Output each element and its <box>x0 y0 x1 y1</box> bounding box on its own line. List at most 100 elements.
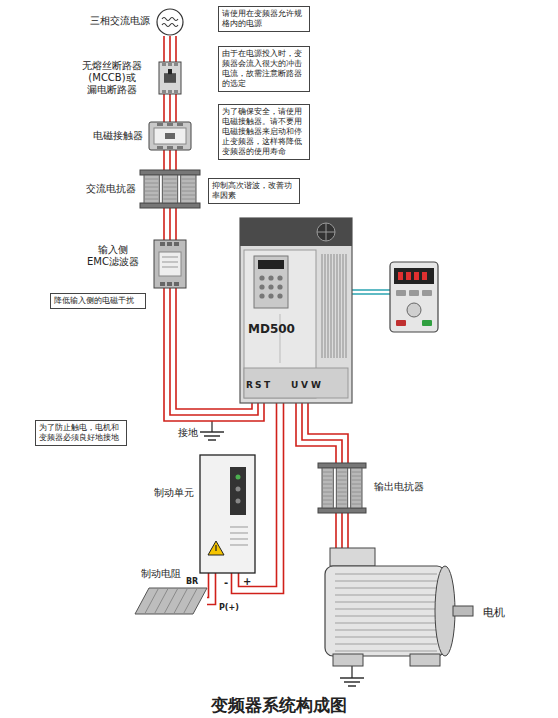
part-label: + <box>243 576 251 587</box>
wire-strand <box>335 513 337 548</box>
resistor-fin <box>183 588 197 614</box>
coil-winding <box>337 504 346 505</box>
keypad-button <box>259 284 264 289</box>
output-reactor: 输出电抗器 <box>318 463 366 513</box>
terminal <box>168 90 172 93</box>
cooling-fin <box>335 581 437 582</box>
source-circle <box>157 9 183 35</box>
ac-reactor-shape <box>140 170 200 208</box>
ground-symbol <box>344 681 360 682</box>
part-label: 接地 <box>178 427 198 438</box>
terminal-area <box>244 368 348 398</box>
cooling-fin <box>335 588 437 589</box>
wire-strand <box>163 94 165 122</box>
breaker-shape <box>159 62 181 94</box>
inverter: MD500 <box>240 218 352 403</box>
vent-slat <box>230 527 248 528</box>
note-callout: 降低输入侧的电磁干扰 <box>50 293 146 309</box>
keypad-button <box>277 284 282 289</box>
contactor-face <box>154 128 186 144</box>
ac-reactor: 交流电抗器 <box>140 170 200 208</box>
coil-winding <box>352 492 361 493</box>
coil-winding <box>182 187 195 188</box>
keypad-recess <box>254 256 288 308</box>
vent-slat <box>331 254 332 358</box>
terminal-name: V <box>301 381 308 391</box>
braking-resistor-shape <box>135 588 207 614</box>
power-wire <box>175 208 177 240</box>
diagram-title: 变频器系统构成图 <box>0 694 558 717</box>
coil-winding <box>323 480 332 481</box>
terminal-name: R <box>246 381 253 391</box>
keypad-button <box>277 275 282 280</box>
note-callout: 抑制高次谐波，改善功 率因素 <box>208 178 300 204</box>
breaker-lever <box>168 69 172 74</box>
ground-wire <box>211 421 212 432</box>
part-label: P(+) <box>219 604 239 613</box>
terminal <box>157 123 163 126</box>
part-label: BR <box>186 578 198 587</box>
reactor-coil <box>181 175 196 203</box>
power-source: 三相交流电源 <box>156 8 184 36</box>
note-text: 为了确保安全，请使用 电磁接触器。请不要用 电磁接触器来启动和停 止变频器，这样… <box>222 107 306 157</box>
cooling-fin <box>335 609 437 610</box>
cooling-fin <box>335 630 437 631</box>
braking-unit: 制动单元 <box>200 455 255 573</box>
keypad-button <box>277 293 282 298</box>
keypad-digit <box>398 272 403 280</box>
keypad-body <box>390 262 438 332</box>
wire-strand <box>163 150 165 170</box>
terminal-name: U <box>291 381 298 391</box>
keypad-button <box>396 290 406 296</box>
component-label: 输出电抗器 <box>374 481 434 493</box>
power-wire <box>175 94 177 122</box>
terminal <box>167 242 172 246</box>
coil-winding <box>337 488 346 489</box>
cooling-fin <box>335 602 437 603</box>
note-callout: 为了确保安全，请使用 电磁接触器。请不要用 电磁接触器来启动和停 止变频器，这样… <box>218 104 310 160</box>
coil-winding <box>323 488 332 489</box>
power-wire <box>207 573 216 605</box>
component-label: 制动电阻 <box>141 568 191 580</box>
keypad-button <box>268 284 273 289</box>
warning-mark <box>215 545 216 551</box>
plate-line <box>162 257 178 258</box>
vent-slat <box>334 254 335 358</box>
coil-winding <box>337 492 346 493</box>
ground-symbol <box>208 439 216 440</box>
component-label: 电机 <box>483 606 513 619</box>
coil-winding <box>323 504 332 505</box>
coil-winding <box>337 496 346 497</box>
cooling-fin <box>335 574 437 575</box>
keypad-display <box>258 260 284 269</box>
component-label: 制动单元 <box>138 487 194 499</box>
wire-strand <box>207 573 209 598</box>
reactor-frame <box>318 463 366 468</box>
wire-strand <box>169 36 171 62</box>
wire-bundle <box>164 94 176 122</box>
coil-winding <box>352 472 361 473</box>
terminal-box <box>330 548 375 566</box>
coil-winding <box>145 183 158 184</box>
keypad-cable <box>352 289 390 291</box>
terminal <box>167 282 172 286</box>
braking-unit-body <box>200 455 255 573</box>
inverter-top <box>240 218 352 246</box>
coil-winding <box>352 500 361 501</box>
coil-winding <box>323 496 332 497</box>
coil-winding <box>352 476 361 477</box>
coil-winding <box>352 496 361 497</box>
panel-seam <box>280 314 281 363</box>
coil-winding <box>352 480 361 481</box>
coil-winding <box>163 195 176 196</box>
keypad-button <box>268 275 273 280</box>
output-reactor-shape <box>318 463 366 513</box>
braking-resistor: 制动电阻 <box>135 588 207 614</box>
terminal <box>157 146 163 149</box>
ac-wave-symbol <box>162 18 178 21</box>
status-light <box>236 499 241 504</box>
power-wire <box>175 36 177 62</box>
coil-winding <box>323 476 332 477</box>
component-label: 交流电抗器 <box>76 183 136 195</box>
inverter-shape <box>240 218 352 403</box>
